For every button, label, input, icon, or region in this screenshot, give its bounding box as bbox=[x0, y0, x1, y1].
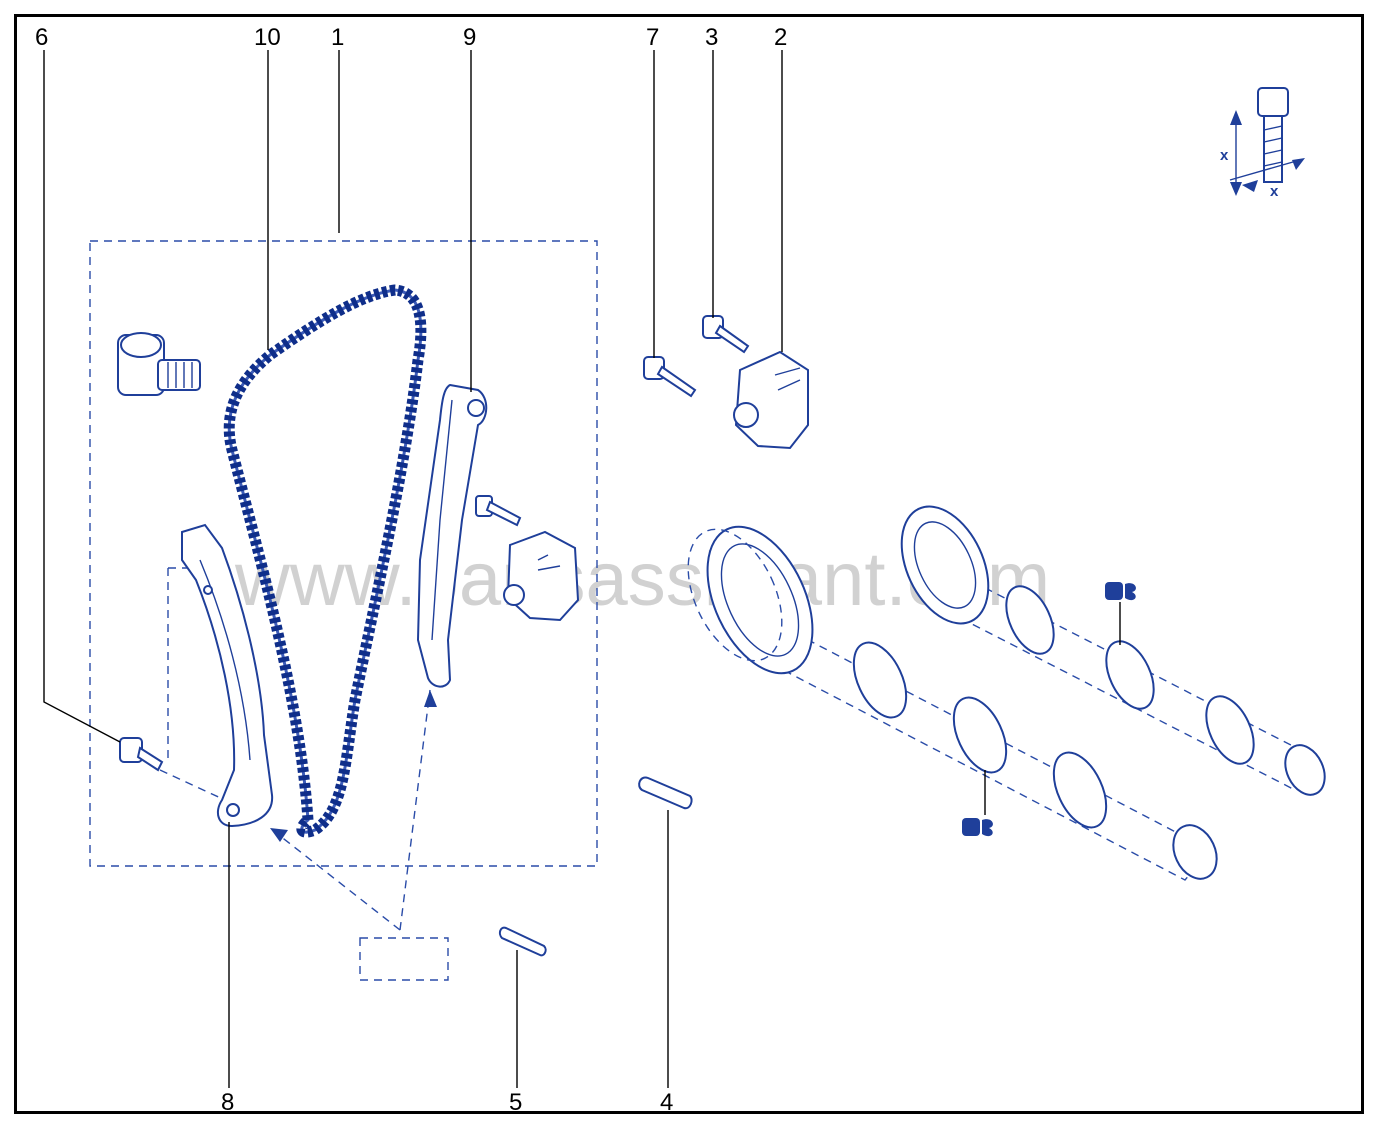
assembly-line-guide-right bbox=[399, 689, 431, 931]
fixed-chain-guide bbox=[416, 383, 488, 688]
bolt-3-icon bbox=[702, 315, 750, 354]
dowel-pin-5 bbox=[498, 926, 547, 957]
arrowhead-right bbox=[424, 690, 437, 707]
callout-5: 5 bbox=[509, 1089, 522, 1116]
assembly-line-bolt-guide bbox=[159, 769, 226, 801]
torque-label-left: x bbox=[1220, 147, 1229, 164]
arrowhead-left bbox=[270, 828, 288, 842]
callout-8: 8 bbox=[221, 1089, 234, 1116]
bolt-7-icon bbox=[643, 356, 697, 398]
kit-group-outline bbox=[89, 240, 598, 867]
sprocket-bolt-icon bbox=[117, 332, 201, 396]
timing-chain bbox=[223, 284, 427, 838]
chain-tensioner bbox=[733, 350, 809, 450]
camshaft-intake bbox=[900, 505, 1326, 796]
callout-4: 4 bbox=[660, 1089, 673, 1116]
callout-1: 1 bbox=[331, 24, 344, 51]
assembly-line-guide-left bbox=[269, 827, 401, 931]
callout-2: 2 bbox=[774, 24, 787, 51]
callout-7: 7 bbox=[646, 24, 659, 51]
chain-tensioner-kit bbox=[503, 530, 580, 622]
torque-label-bottom: x bbox=[1270, 183, 1279, 200]
dowel-pin-4 bbox=[638, 776, 693, 810]
camshaft-exhaust bbox=[687, 525, 1218, 881]
callout-3: 3 bbox=[705, 24, 718, 51]
tensioner-guide bbox=[181, 523, 274, 828]
callout-6: 6 bbox=[35, 24, 48, 51]
diagram-frame bbox=[14, 14, 1364, 1114]
sealant-icon-2 bbox=[962, 770, 993, 837]
small-dashed-box bbox=[359, 937, 449, 981]
callout-9: 9 bbox=[463, 24, 476, 51]
torque-spec-icon: x x bbox=[1220, 87, 1305, 200]
callout-10: 10 bbox=[254, 24, 281, 51]
leader-6 bbox=[43, 50, 121, 743]
tensioner-bolt-icon bbox=[475, 495, 522, 527]
bolt-6-icon bbox=[119, 737, 164, 772]
sealant-icon bbox=[1105, 582, 1136, 645]
